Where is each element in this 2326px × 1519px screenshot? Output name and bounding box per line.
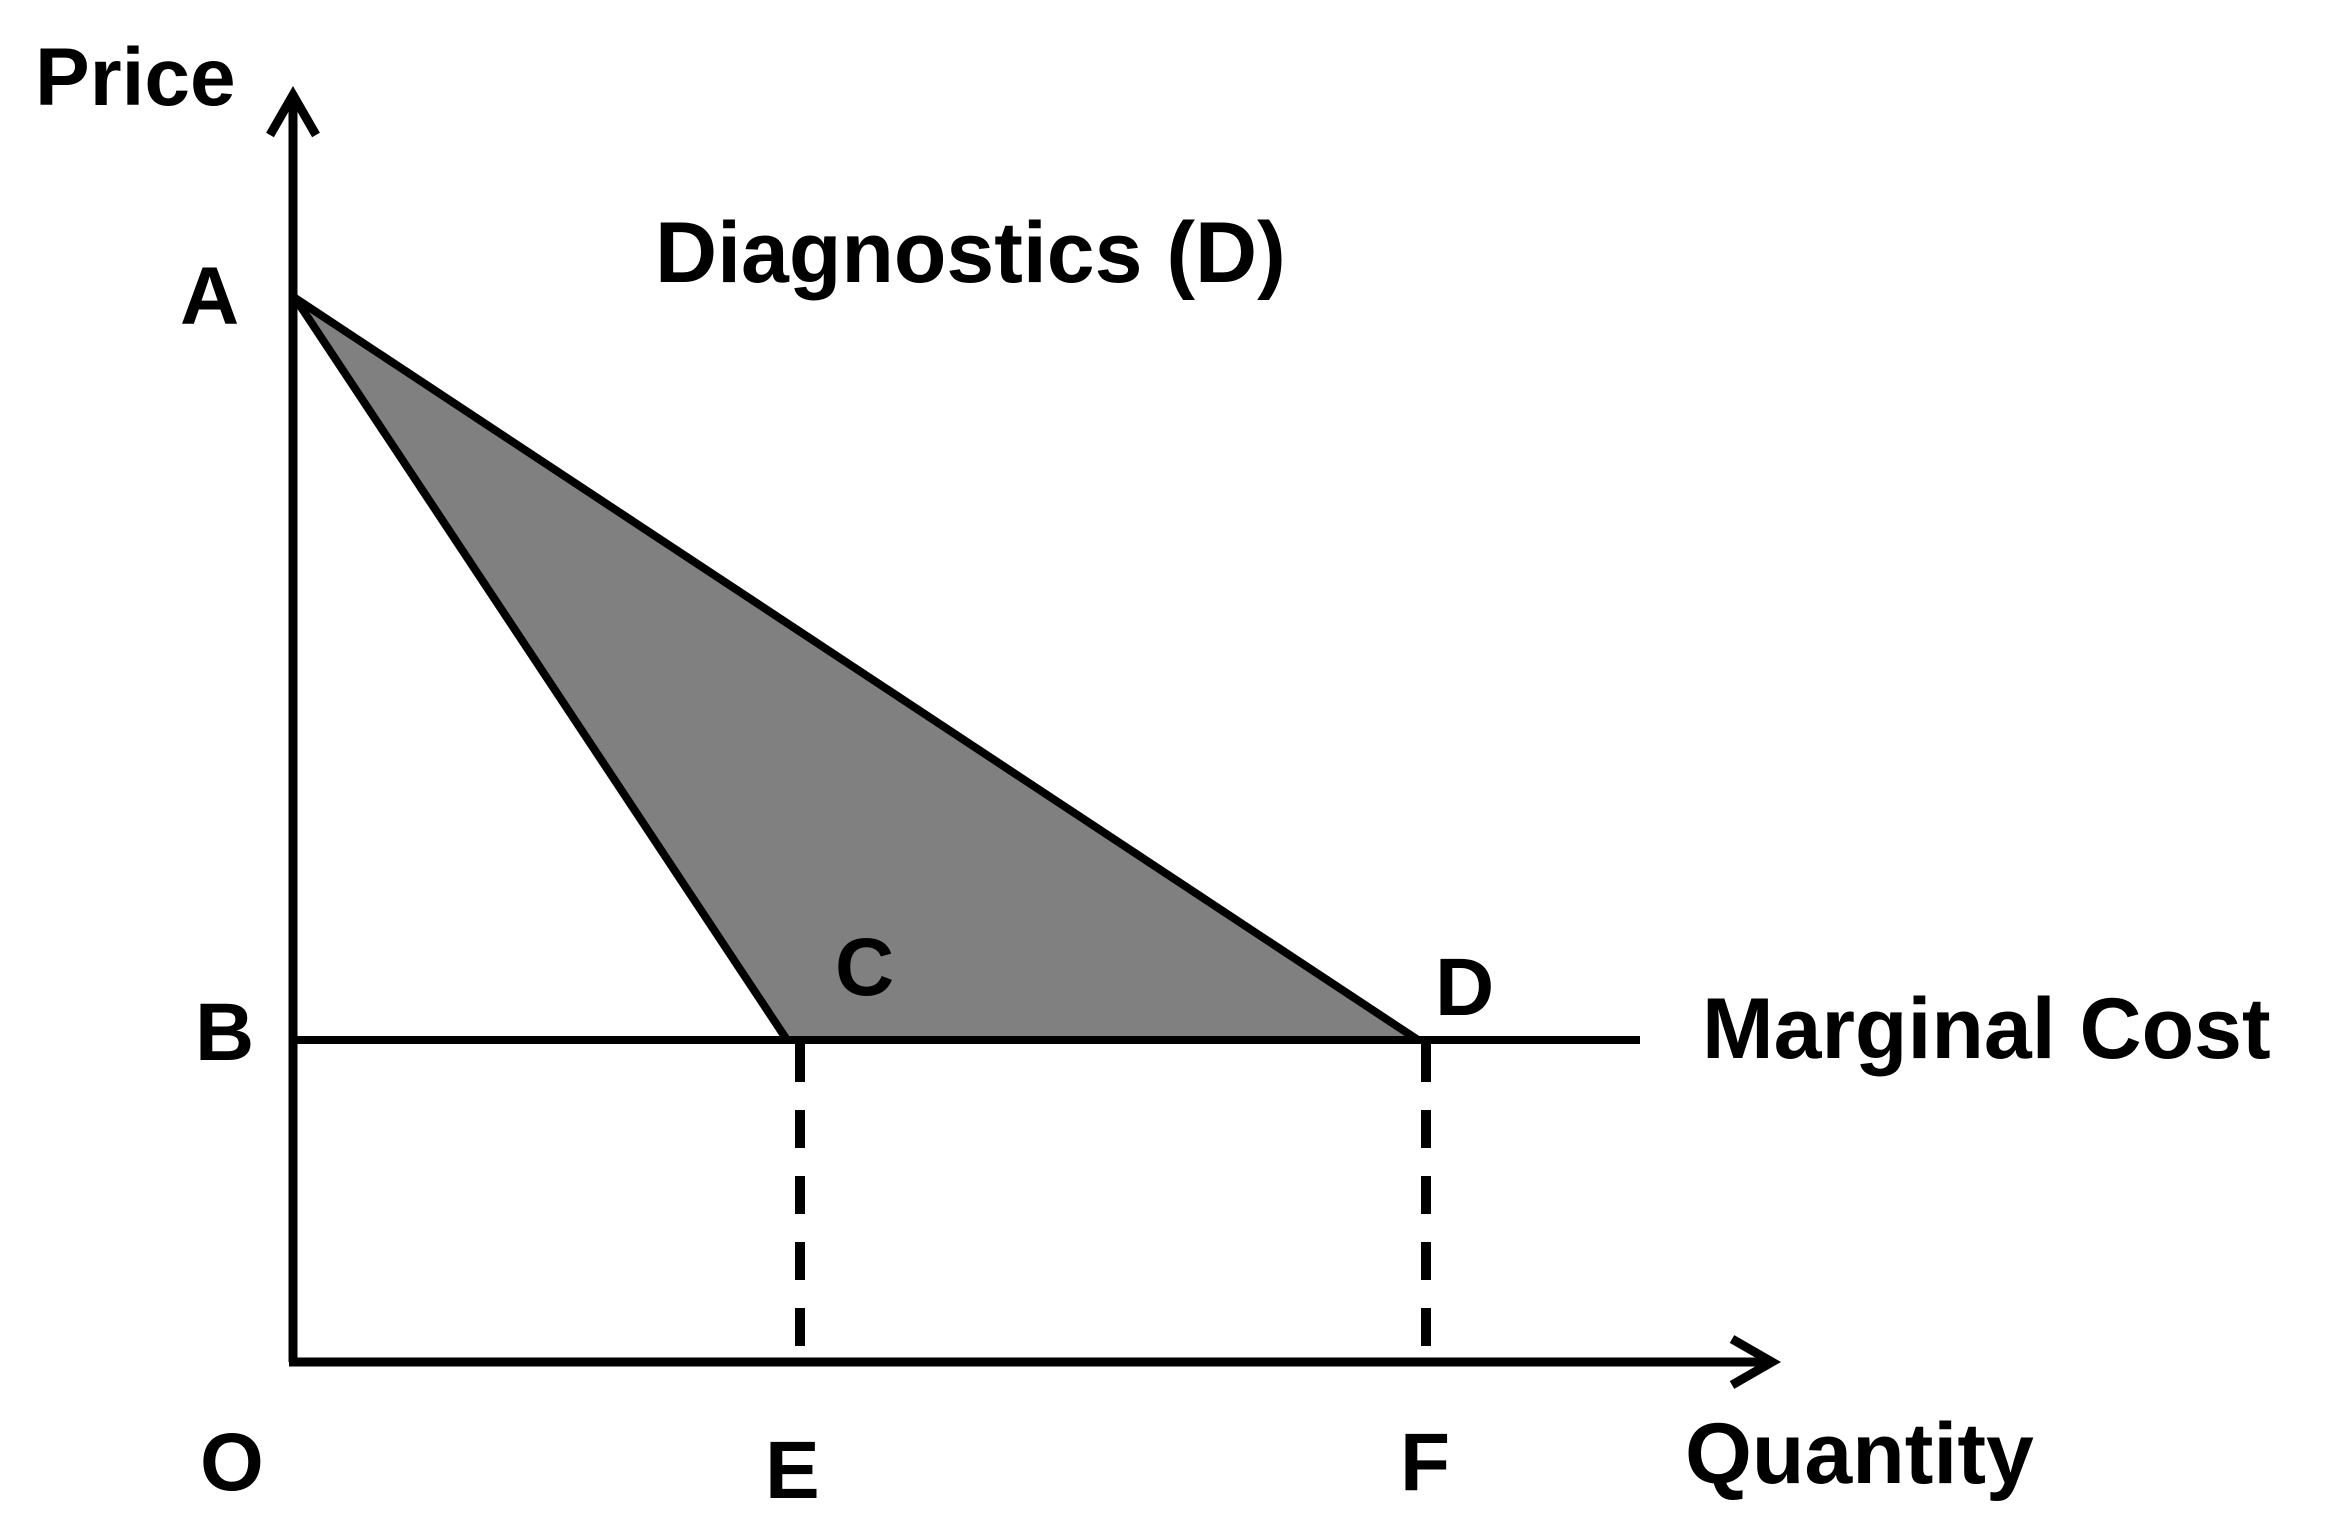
point-label-b: B xyxy=(195,987,254,1078)
diagram-title: Diagnostics (D) xyxy=(655,205,1286,301)
point-label-c: C xyxy=(835,922,894,1013)
point-label-d: D xyxy=(1435,942,1494,1033)
x-axis-label: Quantity xyxy=(1685,1406,2034,1502)
line-a-to-c xyxy=(291,295,791,1043)
point-label-e: E xyxy=(765,1425,820,1516)
y-axis-arrowhead xyxy=(266,85,320,138)
y-axis-label: Price xyxy=(35,32,236,123)
marginal-cost-label: Marginal Cost xyxy=(1702,981,2271,1077)
point-label-f: F xyxy=(1400,1417,1450,1508)
line-a-to-d xyxy=(292,294,1421,1044)
x-axis-arrowhead xyxy=(1729,1335,1782,1389)
origin-label: O xyxy=(200,1417,264,1508)
point-label-a: A xyxy=(180,251,239,342)
